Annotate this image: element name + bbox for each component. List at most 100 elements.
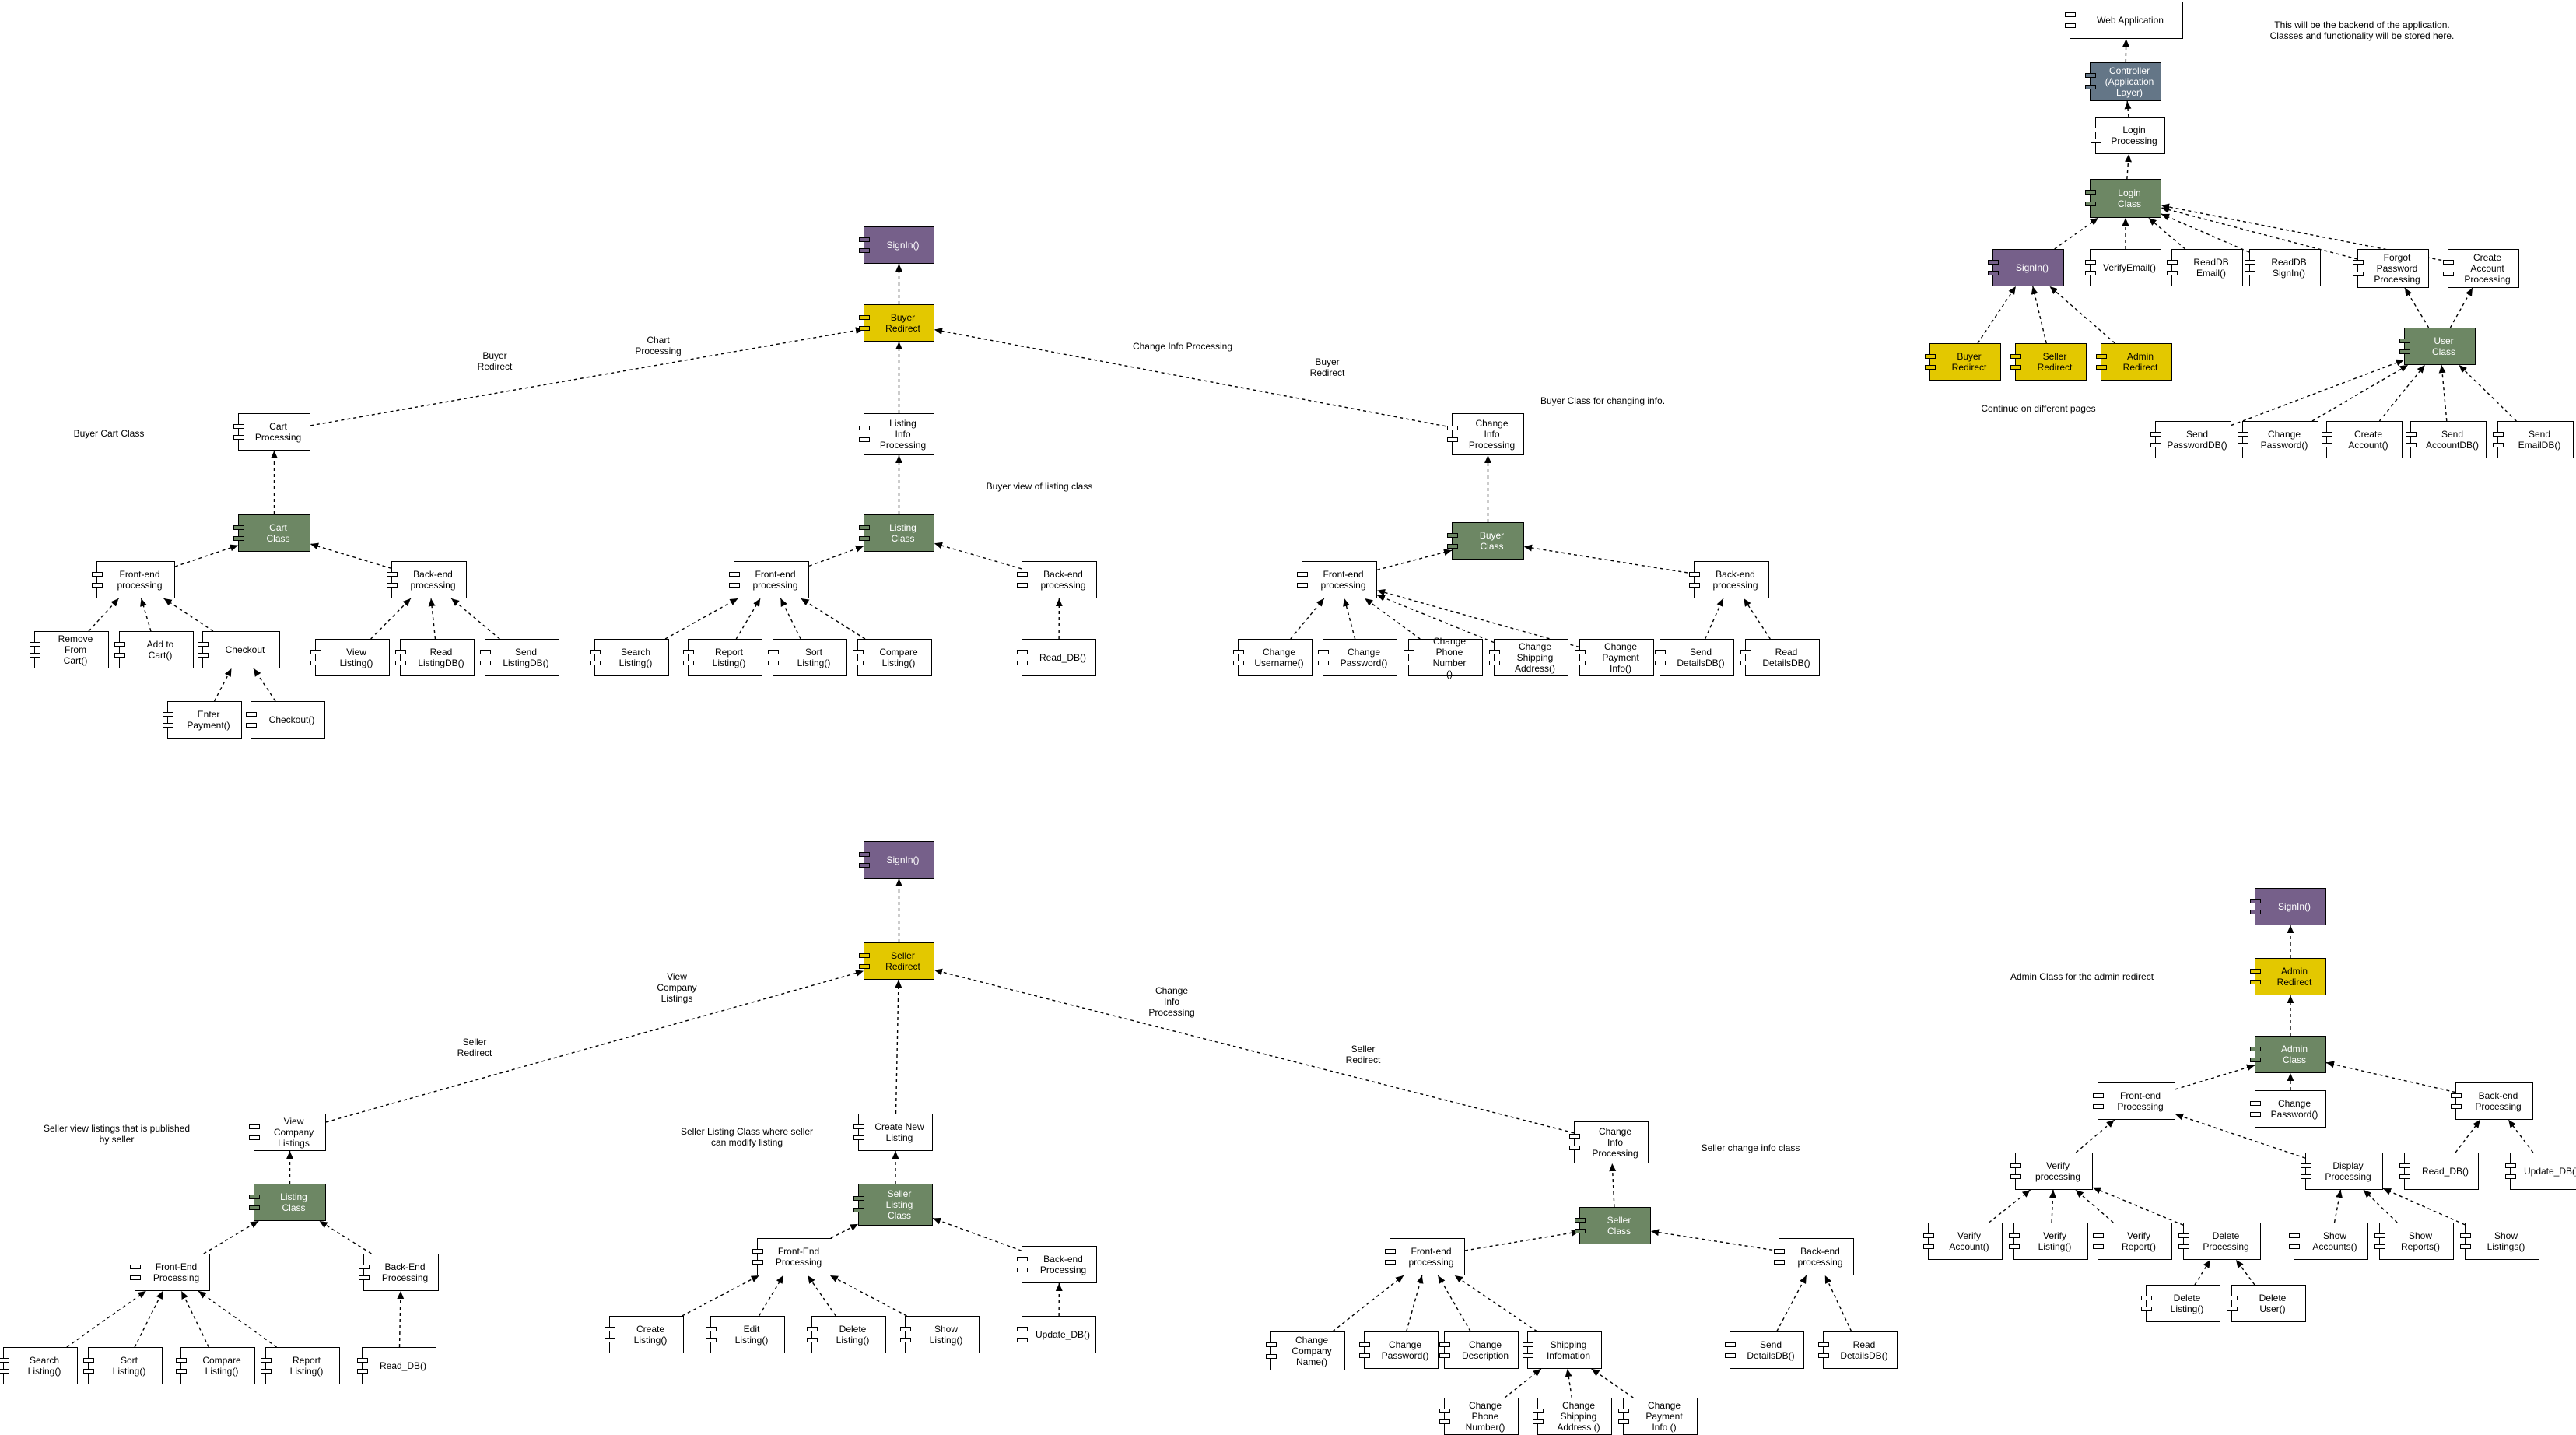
component-delete-proc[interactable]: Delete Processing xyxy=(2183,1223,2261,1260)
component-ad-read-db[interactable]: Read_DB() xyxy=(2404,1153,2479,1190)
component-login-proc[interactable]: Login Processing xyxy=(2095,117,2165,154)
component-forgot-pw[interactable]: Forgot Password Processing xyxy=(2357,249,2429,288)
component-ss-signin[interactable]: SignIn() xyxy=(864,841,934,879)
component-sl-back[interactable]: Back-end Processing xyxy=(1022,1246,1097,1283)
component-remove-cart[interactable]: Remove From Cart() xyxy=(34,631,109,668)
component-send-emaildb[interactable]: Send EmailDB() xyxy=(2497,421,2574,458)
component-readdb-email[interactable]: ReadDB Email() xyxy=(2171,249,2243,286)
component-sl-edit[interactable]: Edit Listing() xyxy=(710,1316,785,1353)
component-read-listingdb[interactable]: Read ListingDB() xyxy=(400,639,475,676)
component-buyer-class[interactable]: Buyer Class xyxy=(1452,522,1524,560)
component-s-report[interactable]: Report Listing() xyxy=(265,1347,340,1384)
component-controller[interactable]: Controller (Application Layer) xyxy=(2090,62,2161,101)
component-sl-show[interactable]: Show Listing() xyxy=(905,1316,980,1353)
component-sc-description[interactable]: Change Description xyxy=(1444,1331,1519,1369)
component-tr-buyer-redirect[interactable]: Buyer Redirect xyxy=(1929,343,2001,381)
component-cart-front[interactable]: Front-end processing xyxy=(96,561,175,598)
component-verify-account[interactable]: Verify Account() xyxy=(1928,1223,2003,1260)
component-lst-back[interactable]: Back-end processing xyxy=(1022,561,1097,598)
component-bs-signin[interactable]: SignIn() xyxy=(864,226,934,264)
component-chg-phone[interactable]: Change Phone Number () xyxy=(1408,639,1483,676)
component-as-redirect[interactable]: Admin Redirect xyxy=(2255,958,2326,995)
component-lst-read-db[interactable]: Read_DB() xyxy=(1022,639,1096,676)
component-tr-admin-redirect[interactable]: Admin Redirect xyxy=(2101,343,2172,381)
component-verify-email[interactable]: VerifyEmail() xyxy=(2090,249,2161,286)
component-send-acctdb[interactable]: Send AccountDB() xyxy=(2410,421,2487,458)
component-compare-listing[interactable]: Compare Listing() xyxy=(857,639,932,676)
component-login-class[interactable]: Login Class xyxy=(2090,179,2161,218)
component-admin-class[interactable]: Admin Class xyxy=(2255,1036,2326,1073)
component-sc-phone[interactable]: Change Phone Number() xyxy=(1444,1398,1519,1435)
component-show-reports[interactable]: Show Reports() xyxy=(2379,1223,2454,1260)
component-enter-payment[interactable]: Enter Payment() xyxy=(167,701,242,739)
component-create-acct-proc[interactable]: Create Account Processing xyxy=(2448,249,2519,288)
component-sc-company[interactable]: Change Company Name() xyxy=(1270,1331,1345,1370)
component-sc-back[interactable]: Back-end processing xyxy=(1779,1238,1854,1275)
component-ad-delete-listing[interactable]: Delete Listing() xyxy=(2146,1285,2220,1322)
component-show-listings[interactable]: Show Listings() xyxy=(2465,1223,2539,1260)
component-create-account[interactable]: Create Account() xyxy=(2326,421,2403,458)
component-ad-back[interactable]: Back-end Processing xyxy=(2455,1082,2533,1120)
component-cart-proc[interactable]: Cart Processing xyxy=(238,413,310,451)
component-tr-seller-redirect[interactable]: Seller Redirect xyxy=(2015,343,2087,381)
component-readdb-signin[interactable]: ReadDB SignIn() xyxy=(2249,249,2321,286)
component-create-new-listing[interactable]: Create New Listing xyxy=(858,1114,933,1151)
component-sl-delete[interactable]: Delete Listing() xyxy=(811,1316,886,1353)
component-sc-shipping-info[interactable]: Shipping Infomation xyxy=(1527,1331,1602,1369)
component-ad-delete-user[interactable]: Delete User() xyxy=(2231,1285,2306,1322)
component-verify-proc[interactable]: Verify processing xyxy=(2015,1153,2093,1190)
component-sc-front[interactable]: Front-end processing xyxy=(1390,1238,1465,1275)
component-sl-update-db[interactable]: Update_DB() xyxy=(1022,1316,1096,1353)
component-sl-front[interactable]: Front-End Processing xyxy=(757,1238,832,1275)
component-buy-back[interactable]: Back-end processing xyxy=(1694,561,1769,598)
component-sl-class[interactable]: Seller Listing Class xyxy=(858,1184,933,1226)
component-checkout-fn[interactable]: Checkout() xyxy=(251,701,325,739)
component-sc-send-details[interactable]: Send DetailsDB() xyxy=(1730,1331,1804,1369)
component-checkout[interactable]: Checkout xyxy=(202,631,280,668)
component-s-search[interactable]: Search Listing() xyxy=(3,1347,78,1384)
component-s-read-db[interactable]: Read_DB() xyxy=(362,1347,436,1384)
component-listing-info[interactable]: Listing Info Processing xyxy=(864,413,934,455)
component-ad-update-db[interactable]: Update_DB() xyxy=(2510,1153,2576,1190)
component-s-front[interactable]: Front-End Processing xyxy=(135,1254,210,1291)
component-chg-payment[interactable]: Change Payment Info() xyxy=(1579,639,1654,676)
component-cart-class[interactable]: Cart Class xyxy=(238,514,310,552)
component-usr-chg-pw[interactable]: Change Password() xyxy=(2242,421,2318,458)
component-add-cart[interactable]: Add to Cart() xyxy=(119,631,194,668)
component-sc-password[interactable]: Change Password() xyxy=(1364,1331,1439,1369)
component-send-pwdb[interactable]: Send PasswordDB() xyxy=(2155,421,2231,458)
component-view-listing[interactable]: View Listing() xyxy=(315,639,390,676)
component-sl-create[interactable]: Create Listing() xyxy=(609,1316,684,1353)
component-sc-payment[interactable]: Change Payment Info () xyxy=(1623,1398,1698,1435)
component-web-app[interactable]: Web Application xyxy=(2070,2,2183,39)
component-search-listing[interactable]: Search Listing() xyxy=(594,639,669,676)
component-s-sort[interactable]: Sort Listing() xyxy=(88,1347,163,1384)
component-chg-username[interactable]: Change Username() xyxy=(1238,639,1313,676)
component-chg-shipping[interactable]: Change Shipping Address() xyxy=(1494,639,1568,676)
component-ad-chg-pw[interactable]: Change Password() xyxy=(2255,1090,2326,1128)
component-bs-redirect[interactable]: Buyer Redirect xyxy=(864,304,934,342)
component-send-listingdb[interactable]: Send ListingDB() xyxy=(485,639,559,676)
component-seller-class[interactable]: Seller Class xyxy=(1579,1207,1651,1244)
component-ad-front[interactable]: Front-end Processing xyxy=(2098,1082,2175,1120)
component-view-company[interactable]: View Company Listings xyxy=(254,1114,326,1151)
component-lst-front[interactable]: Front-end processing xyxy=(734,561,809,598)
component-cart-back[interactable]: Back-end processing xyxy=(391,561,467,598)
component-report-listing[interactable]: Report Listing() xyxy=(688,639,762,676)
component-user-class[interactable]: User Class xyxy=(2404,328,2476,365)
component-read-details[interactable]: Read DetailsDB() xyxy=(1745,639,1820,676)
component-as-signin[interactable]: SignIn() xyxy=(2255,888,2326,925)
component-ss-redirect[interactable]: Seller Redirect xyxy=(864,942,934,980)
component-verify-listing[interactable]: Verify Listing() xyxy=(2013,1223,2088,1260)
component-verify-report[interactable]: Verify Report() xyxy=(2098,1223,2172,1260)
component-display-proc[interactable]: Display Processing xyxy=(2305,1153,2383,1190)
component-tr-signin[interactable]: SignIn() xyxy=(1992,249,2064,286)
component-s-change-info[interactable]: Change Info Processing xyxy=(1574,1121,1649,1163)
component-change-info[interactable]: Change Info Processing xyxy=(1452,413,1524,455)
component-sc-ship-addr[interactable]: Change Shipping Address () xyxy=(1537,1398,1612,1435)
component-s-compare[interactable]: Compare Listing() xyxy=(180,1347,255,1384)
component-sort-listing[interactable]: Sort Listing() xyxy=(773,639,847,676)
component-show-accounts[interactable]: Show Accounts() xyxy=(2294,1223,2368,1260)
component-send-details[interactable]: Send DetailsDB() xyxy=(1660,639,1734,676)
component-buy-front[interactable]: Front-end processing xyxy=(1302,561,1377,598)
